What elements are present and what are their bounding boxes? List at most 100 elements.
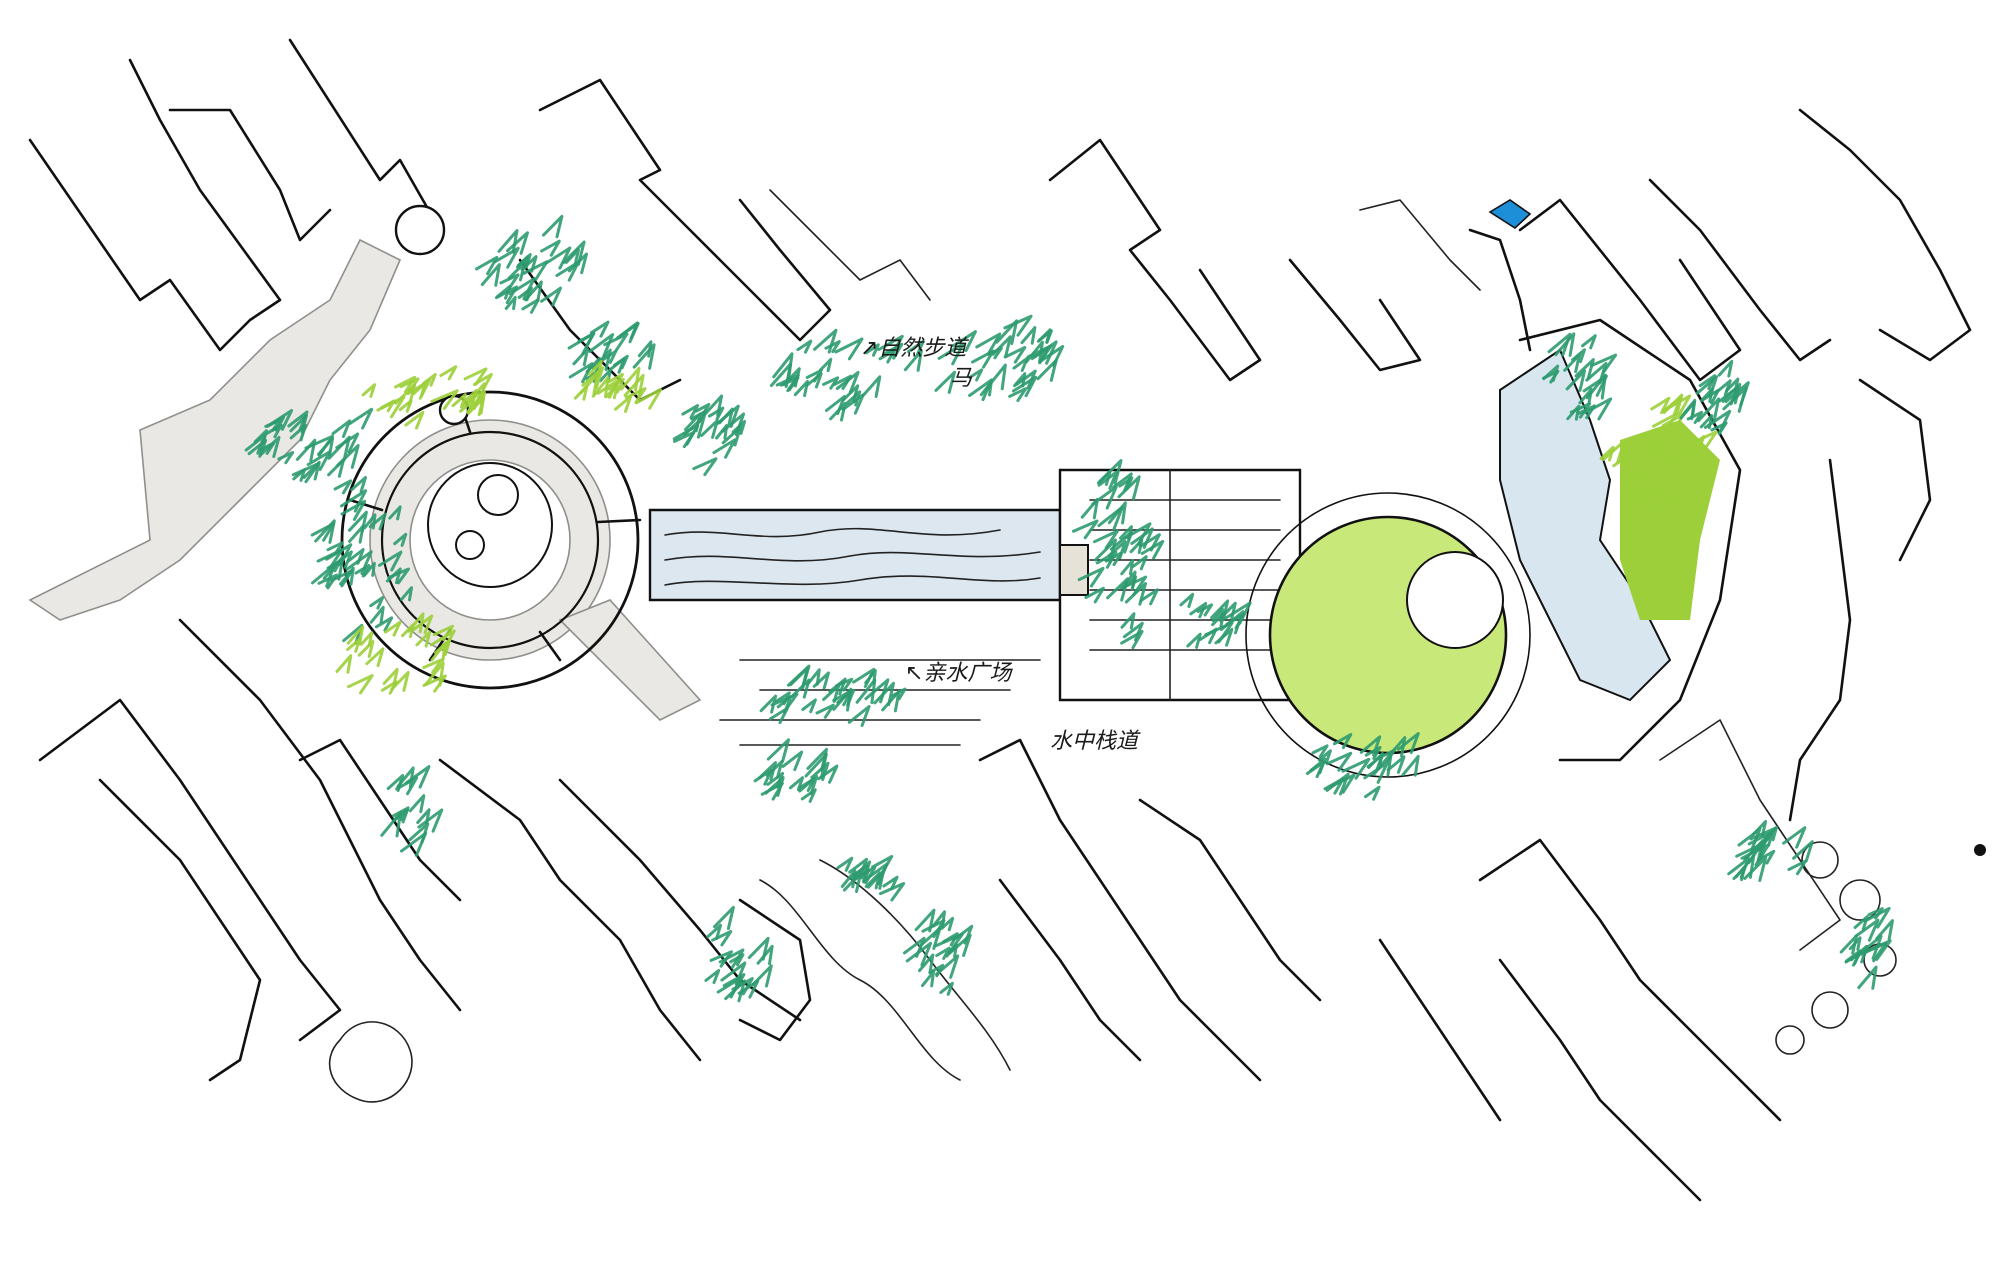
planting-stroke [517, 286, 533, 302]
planting-stroke [848, 857, 869, 877]
planting-stroke [354, 564, 371, 578]
planting-stroke [412, 614, 434, 635]
lawn-cutout [1406, 551, 1504, 649]
planting-stroke [544, 246, 572, 270]
planting-stroke [975, 332, 1002, 354]
planting-stroke [1670, 445, 1689, 466]
building-ne-3 [1648, 178, 1832, 362]
planting-stroke [387, 567, 410, 585]
planting-stroke [613, 354, 629, 370]
planting-stroke [939, 981, 954, 996]
water-ripples [664, 527, 1041, 586]
planting-stroke [813, 328, 838, 354]
planting-stroke [1574, 358, 1595, 380]
planting-stroke [1317, 749, 1332, 764]
planting-stroke [306, 450, 332, 471]
building-sw-4 [298, 738, 462, 902]
planting-stroke [1566, 404, 1581, 421]
planting-stroke [828, 677, 847, 696]
creek-boundary [1518, 318, 1742, 762]
planting-stroke [829, 402, 847, 422]
planting-stroke [800, 788, 817, 803]
planting-stroke [1701, 388, 1720, 405]
planting-stroke [1109, 530, 1134, 554]
building-e-2 [1858, 378, 1932, 562]
planting-stroke [348, 407, 374, 430]
planting-stroke [391, 806, 410, 821]
south-meander-2 [819, 859, 1011, 1071]
planting-stroke [317, 436, 335, 457]
planting-stroke [1097, 470, 1118, 490]
planting-stroke [480, 263, 501, 287]
planting-stroke [847, 705, 871, 727]
planting-stroke [1599, 445, 1615, 462]
planting-stroke [416, 808, 431, 825]
planting-stroke [1003, 314, 1033, 337]
planting-stroke [1717, 359, 1734, 378]
planting-stroke [940, 916, 955, 932]
planting-stroke [948, 933, 972, 957]
planting-stroke [374, 616, 394, 632]
planting-stroke [694, 402, 711, 416]
planting-stroke [1628, 451, 1655, 474]
planting-stroke [1211, 611, 1226, 628]
planting-stroke [1120, 630, 1144, 650]
planting-stroke [1629, 494, 1651, 514]
planting-stroke [713, 905, 735, 930]
planting-stroke [715, 424, 729, 440]
planting-stroke [731, 420, 747, 435]
planting-stroke [564, 248, 580, 265]
west-paving-path [28, 238, 402, 621]
planting-stroke [407, 612, 425, 634]
planting-stroke [1013, 372, 1027, 388]
planting-stroke [1863, 906, 1891, 929]
building-nw-2 [168, 108, 332, 242]
planting-stroke [1012, 356, 1029, 372]
planting-stroke [700, 419, 719, 439]
planting-stroke [968, 368, 984, 382]
planting-stroke [1682, 398, 1697, 416]
building-nc-3 [1359, 199, 1481, 291]
planting-stroke [716, 404, 740, 428]
planting-stroke [1140, 539, 1165, 560]
planting-stroke [1107, 501, 1127, 525]
planting-stroke [394, 383, 417, 407]
planting-hatching [244, 214, 1894, 1003]
planting-stroke [1578, 387, 1593, 405]
planting-stroke [801, 698, 817, 714]
planting-stroke [1721, 383, 1742, 405]
planting-stroke [369, 596, 385, 610]
planting-stroke [1845, 949, 1862, 965]
building-sc-2 [558, 778, 802, 1022]
plaza-middle-ring [380, 430, 600, 650]
planting-stroke [415, 630, 432, 648]
planting-stroke [1196, 603, 1213, 617]
planting-stroke [588, 360, 603, 377]
planting-stroke [1848, 936, 1862, 951]
planting-stroke [1628, 465, 1655, 488]
planting-stroke [1649, 436, 1669, 455]
planting-stroke [637, 340, 653, 358]
planting-stroke [720, 961, 747, 986]
planting-stroke [764, 776, 785, 797]
planting-stroke [390, 670, 410, 692]
planting-stroke [937, 342, 965, 366]
planting-stroke [791, 678, 811, 699]
planting-stroke [703, 394, 724, 418]
planting-stroke [834, 337, 864, 361]
planting-stroke [1363, 761, 1389, 784]
building-nw-1 [28, 58, 282, 352]
planting-stroke [400, 586, 413, 602]
planting-stroke [369, 605, 385, 624]
planting-stroke [336, 444, 360, 469]
planting-stroke [1857, 965, 1878, 990]
planting-stroke [400, 831, 428, 857]
planting-stroke [314, 519, 336, 544]
planting-stroke [1695, 375, 1719, 398]
building-sw-1 [38, 698, 342, 1042]
planting-stroke [1650, 396, 1671, 415]
planting-stroke [475, 255, 499, 276]
planting-stroke [1856, 934, 1883, 960]
planting-stroke [815, 703, 835, 719]
planting-stroke [1689, 475, 1715, 500]
